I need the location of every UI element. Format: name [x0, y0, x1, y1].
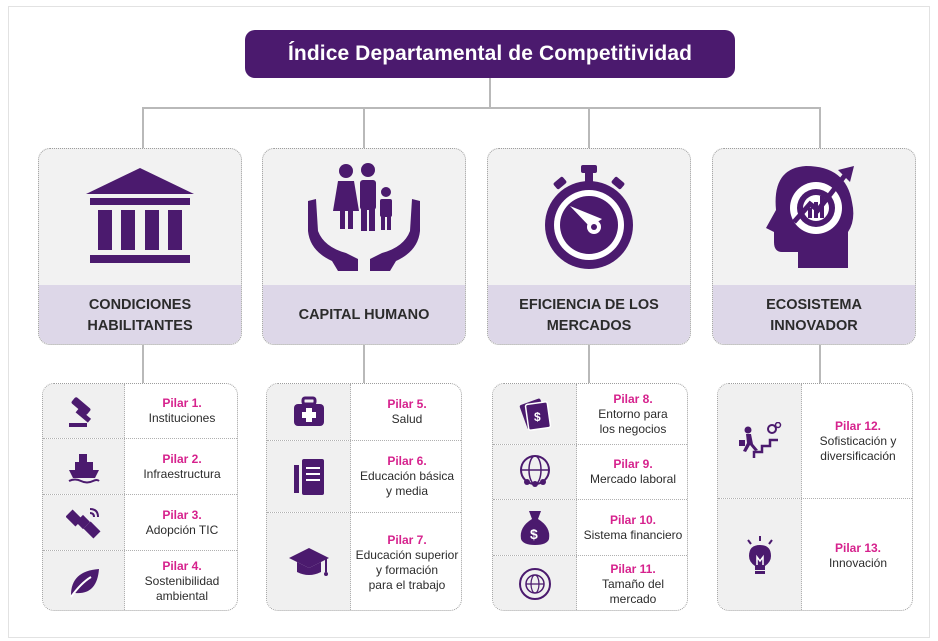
- pillar-row: $ Pilar 8. Entorno para los negocios: [493, 384, 687, 444]
- diagram-title-text: Índice Departamental de Competitividad: [287, 42, 693, 65]
- connector-line: [363, 345, 365, 383]
- pillar-label: Pilar 11.: [610, 561, 656, 576]
- category-label: CONDICIONES HABILITANTES: [39, 285, 241, 344]
- pillar-label: Pilar 5.: [387, 397, 427, 411]
- pillar-label: Pilar 6.: [387, 454, 427, 468]
- pillar-row: Pilar 13. Innovación: [718, 498, 912, 610]
- notebook-pencil-icon: [267, 441, 351, 512]
- connector-line: [142, 345, 144, 383]
- category-card-ecosistema: ECOSISTEMA INNOVADOR: [712, 148, 916, 345]
- pillar-row: Pilar 11. Tamaño del mercado: [493, 555, 687, 610]
- svg-text:$: $: [530, 526, 538, 542]
- pillar-row: $ Pilar 10. Sistema financiero: [493, 499, 687, 555]
- pillar-box-eficiencia: $ Pilar 8. Entorno para los negocios Pil…: [492, 383, 688, 611]
- pillar-box-capital-humano: Pilar 5. Salud Pilar 6. Educación básica…: [266, 383, 462, 611]
- pillar-name: Sistema financiero: [583, 527, 683, 542]
- pillar-name: Tamaño del mercado: [601, 576, 665, 606]
- global-people-icon: [493, 445, 577, 499]
- pillar-row: Pilar 2. Infraestructura: [43, 438, 237, 494]
- pillar-label: Pilar 2.: [162, 451, 202, 466]
- globe-icon: [493, 556, 577, 610]
- connector-line: [819, 345, 821, 383]
- pillar-label: Pilar 1.: [162, 396, 202, 410]
- pillar-box-condiciones: Pilar 1. Instituciones Pilar 2. Infraest…: [42, 383, 238, 611]
- ship-icon: [43, 439, 125, 494]
- pillar-label: Pilar 10.: [609, 512, 657, 527]
- pillar-name: Entorno para los negocios: [598, 406, 668, 436]
- category-card-eficiencia: EFICIENCIA DE LOS MERCADOS: [487, 148, 691, 345]
- pillar-box-ecosistema: Pilar 12. Sofisticación y diversificació…: [717, 383, 913, 611]
- head-gear-growth-icon: [713, 149, 915, 285]
- category-card-condiciones: CONDICIONES HABILITANTES: [38, 148, 242, 345]
- pillar-name: Educación básica y media: [359, 469, 455, 498]
- connector-line: [489, 78, 491, 108]
- leaf-icon: [43, 551, 125, 610]
- graduation-cap-icon: [267, 513, 351, 610]
- pillar-row: Pilar 12. Sofisticación y diversificació…: [718, 384, 912, 498]
- government-building-icon: [39, 149, 241, 285]
- pillar-label: Pilar 8.: [613, 391, 653, 406]
- pillar-label: Pilar 12.: [834, 418, 882, 433]
- pillar-name: Sofisticación y diversificación: [819, 433, 897, 463]
- pillar-row: Pilar 5. Salud: [267, 384, 461, 440]
- pillar-name: Infraestructura: [143, 466, 221, 481]
- category-card-capital-humano: CAPITAL HUMANO: [262, 148, 466, 345]
- category-label: EFICIENCIA DE LOS MERCADOS: [488, 285, 690, 344]
- money-bills-icon: $: [493, 384, 577, 444]
- connector-line: [819, 107, 821, 148]
- pillar-label: Pilar 7.: [387, 532, 427, 547]
- pillar-name: Adopción TIC: [145, 522, 219, 537]
- gavel-icon: [43, 384, 125, 438]
- pillar-label: Pilar 3.: [162, 507, 202, 522]
- satellite-icon: [43, 495, 125, 550]
- connector-line: [588, 345, 590, 383]
- connector-line: [142, 107, 820, 109]
- pillar-row: Pilar 1. Instituciones: [43, 384, 237, 438]
- svg-text:$: $: [534, 410, 541, 424]
- pillar-row: Pilar 9. Mercado laboral: [493, 444, 687, 499]
- pillar-name: Sostenibilidad ambiental: [144, 574, 220, 603]
- pillar-name: Innovación: [828, 555, 888, 570]
- pillar-name: Instituciones: [148, 411, 216, 425]
- category-label: CAPITAL HUMANO: [263, 285, 465, 344]
- connector-line: [363, 107, 365, 148]
- pillar-label: Pilar 13.: [834, 540, 882, 555]
- climbing-stairs-icon: [718, 384, 802, 498]
- pillar-label: Pilar 9.: [613, 457, 653, 471]
- pillar-row: Pilar 6. Educación básica y media: [267, 440, 461, 512]
- pillar-name: Educación superior y formación para el t…: [355, 547, 459, 592]
- lightbulb-icon: [718, 499, 802, 610]
- money-bag-icon: $: [493, 500, 577, 555]
- category-label: ECOSISTEMA INNOVADOR: [713, 285, 915, 344]
- connector-line: [588, 107, 590, 148]
- connector-line: [142, 107, 144, 148]
- pillar-label: Pilar 4.: [162, 559, 202, 573]
- family-in-hands-icon: [263, 149, 465, 285]
- pillar-name: Mercado laboral: [589, 472, 677, 486]
- stopwatch-icon: [488, 149, 690, 285]
- diagram-title: Índice Departamental de Competitividad: [245, 30, 735, 78]
- pillar-row: Pilar 4. Sostenibilidad ambiental: [43, 550, 237, 610]
- pillar-row: Pilar 3. Adopción TIC: [43, 494, 237, 550]
- pillar-row: Pilar 7. Educación superior y formación …: [267, 512, 461, 610]
- pillar-name: Salud: [391, 412, 423, 426]
- medical-kit-icon: [267, 384, 351, 440]
